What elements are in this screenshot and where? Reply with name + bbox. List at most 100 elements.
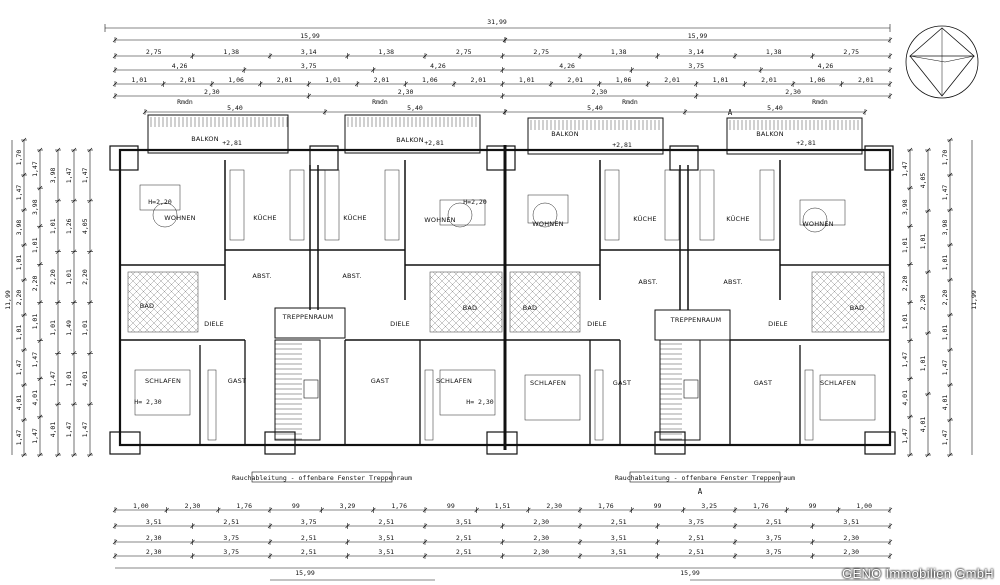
balcony-label: BALKON (396, 136, 424, 144)
dimension-value: 1,47 (901, 161, 909, 177)
dimension-value: 2,20 (941, 290, 949, 306)
dimension-value: 4,01 (901, 390, 909, 406)
room-label: KÜCHE (726, 214, 749, 223)
dimension-value: 4,26 (818, 62, 834, 70)
dimension-value: 3,25 (701, 502, 717, 510)
dimension-value: 3,98 (49, 168, 57, 184)
dimension-value: 4,01 (81, 371, 89, 387)
dimension-value: 1,47 (81, 422, 89, 438)
dimension-value: 1,01 (901, 314, 909, 330)
dimension-value: 1,47 (31, 352, 39, 368)
dimension-value: 2,01 (180, 76, 196, 84)
left-total: 11,99 (4, 290, 12, 310)
dimension-value: 99 (447, 502, 455, 510)
dimension-value: 1,01 (901, 237, 909, 253)
dimension-value: 2,01 (858, 76, 874, 84)
dimension-value: 2,75 (843, 48, 859, 56)
rmdn-label: Rmdn (622, 98, 638, 106)
dimension-value: 1,01 (713, 76, 729, 84)
dimension-value: 4,26 (172, 62, 188, 70)
dimension-value: 3,14 (688, 48, 704, 56)
dimension-value: 2,51 (223, 518, 239, 526)
dimension-value: 1,47 (65, 168, 73, 184)
dimension-value: 3,51 (611, 534, 627, 542)
dimension-value: 1,01 (131, 76, 147, 84)
dimension-value: 1,01 (519, 76, 535, 84)
dimension-value: 1,38 (766, 48, 782, 56)
dimension-value: 4,05 (919, 173, 927, 189)
dimension-value: 4,01 (49, 422, 57, 438)
room-label: DIELE (768, 320, 788, 328)
room-label: BAD (523, 304, 538, 312)
dimension-value: 3,98 (901, 199, 909, 215)
dimension-value: 1,47 (65, 422, 73, 438)
dimension-value: 2,30 (146, 534, 162, 542)
dimension-value: 2,01 (761, 76, 777, 84)
room-label: BAD (850, 304, 865, 312)
height-mark: H=2,20 (463, 198, 487, 206)
watermark-text: GENO Immobilien GmbH (842, 566, 994, 581)
dimension-value: 3,51 (456, 518, 472, 526)
dimension-value: 1,76 (236, 502, 252, 510)
room-label: GAST (754, 379, 772, 387)
dimension-value: 1,70 (941, 150, 949, 166)
dimension-value: 1,01 (919, 234, 927, 250)
furniture (134, 169, 876, 441)
dimension-value: 3,75 (223, 548, 239, 556)
dimension-value: 2,51 (688, 548, 704, 556)
bottom-half: 15,99 (295, 569, 315, 577)
dimension-half: 15,99 (300, 32, 320, 40)
balcony-label: BALKON (551, 130, 579, 138)
dimension-value: 2,51 (301, 534, 317, 542)
dimension-value: 3,98 (31, 199, 39, 215)
dimension-value: 3,75 (766, 534, 782, 542)
room-label: GAST (228, 377, 246, 385)
rmdn-label: Rmdn (372, 98, 388, 106)
walls (109, 114, 896, 483)
room-label: DIELE (587, 320, 607, 328)
height-mark: H= 2,30 (466, 398, 493, 406)
room-label: WOHNEN (532, 220, 563, 228)
dimension-value: 4,01 (15, 395, 23, 411)
dimension-value: 2,30 (546, 502, 562, 510)
dimension-value: 1,01 (65, 371, 73, 387)
dimension-value: 3,51 (146, 518, 162, 526)
dimension-value: 1,49 (65, 320, 73, 336)
dimension-value: 3,51 (378, 548, 394, 556)
dimension-value: 1,76 (598, 502, 614, 510)
dimension-value: 2,75 (146, 48, 162, 56)
dimension-value: 2,30 (533, 534, 549, 542)
dimension-value: 1,47 (15, 430, 23, 446)
dimension-value: 1,01 (325, 76, 341, 84)
dimension-value: 4,05 (81, 218, 89, 234)
dimension-value: 3,75 (688, 518, 704, 526)
dimension-value: 1,01 (941, 325, 949, 341)
dimension-value: 2,01 (374, 76, 390, 84)
dimension-value: 4,01 (941, 395, 949, 411)
room-label: SCHLAFEN (145, 377, 181, 385)
room-label: SCHLAFEN (530, 379, 566, 387)
dimension-value: 1,38 (223, 48, 239, 56)
dimension-value: 1,76 (753, 502, 769, 510)
dimension-value: 1,47 (901, 352, 909, 368)
room-label: WOHNEN (802, 220, 833, 228)
dimension-value: 2,51 (301, 548, 317, 556)
dimension-value: 2,30 (185, 502, 201, 510)
unit-dimension: 5,40 (767, 104, 783, 112)
dimension-value: 1,47 (49, 371, 57, 387)
dimension-lines (11, 24, 973, 581)
height-mark: H= 2,30 (134, 398, 161, 406)
dimension-value: 1,70 (15, 150, 23, 166)
dimension-value: 2,30 (592, 88, 608, 96)
dimension-value: 3,51 (843, 518, 859, 526)
dimension-value: 2,30 (533, 548, 549, 556)
dimension-value: 2,20 (31, 276, 39, 292)
dimension-value: 1,47 (901, 428, 909, 444)
dimension-half: 15,99 (688, 32, 708, 40)
dimension-value: 2,51 (456, 548, 472, 556)
room-label: GAST (613, 379, 631, 387)
dimension-value: 1,47 (31, 161, 39, 177)
dimension-value: 2,01 (277, 76, 293, 84)
balcony-label: BALKON (191, 135, 219, 143)
